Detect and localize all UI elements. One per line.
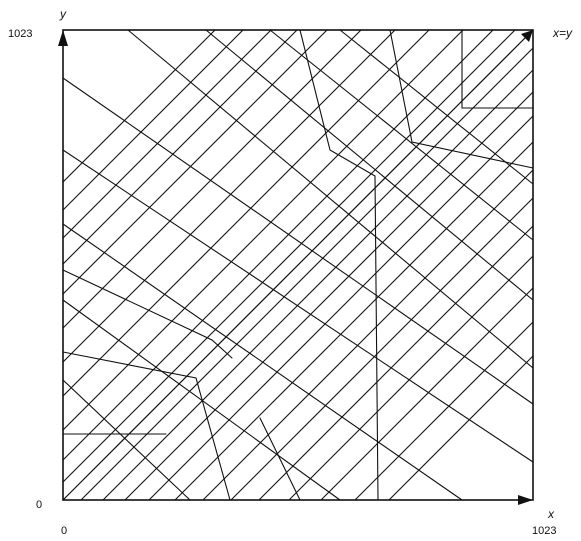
x-origin-tick-label: 0 [61, 526, 67, 537]
parallel-line [63, 30, 463, 430]
parallel-line [149, 116, 533, 500]
parallel-line [103, 70, 533, 500]
x-max-tick-label: 1023 [532, 526, 556, 537]
cross-line [63, 300, 340, 500]
bent-line [375, 176, 378, 500]
parallel-line [63, 30, 327, 294]
bent-line [260, 418, 300, 500]
y-max-tick-label: 1023 [8, 29, 32, 40]
parallel-line [63, 30, 493, 460]
x-axis-arrowhead [518, 495, 533, 505]
cross-line [63, 380, 190, 500]
cross-line [63, 150, 533, 462]
cross-line [270, 30, 533, 240]
parallel-line [63, 30, 361, 328]
bent-line [300, 30, 375, 176]
parallel-line [63, 30, 215, 182]
diagonal-label: x=y [553, 27, 572, 39]
parallel-line [81, 48, 533, 500]
cross-line [340, 30, 533, 184]
parallel-line [63, 30, 243, 210]
y-axis-label: y [60, 8, 66, 20]
y-axis-arrowhead [58, 30, 68, 46]
parallel-line [63, 30, 429, 396]
cross-line [128, 30, 533, 368]
parallel-line [63, 30, 271, 238]
parallel-line [63, 30, 395, 362]
parallel-line [389, 356, 533, 500]
parallel-line [125, 92, 533, 500]
bent-line [462, 30, 533, 108]
x-axis-label: x [548, 508, 554, 520]
y-origin-tick-label: 0 [36, 500, 42, 511]
parallel-line [321, 288, 533, 500]
parallel-line [203, 170, 533, 500]
